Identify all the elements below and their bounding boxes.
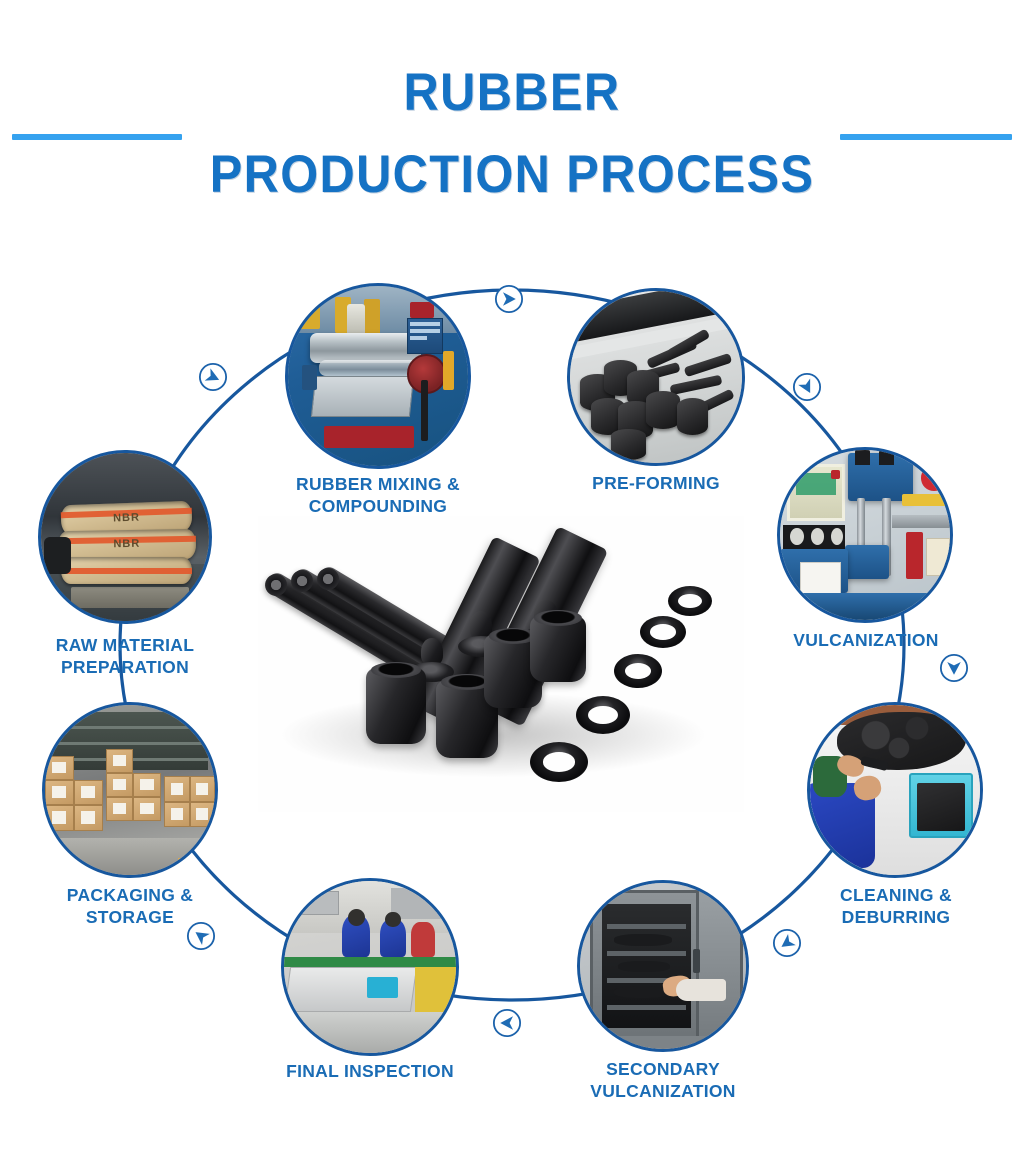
title-line-primary: RUBBER	[403, 63, 621, 122]
step-rubber-mixing-compounding[interactable]: RUBBER MIXING & COMPOUNDING	[285, 283, 471, 516]
photo-packaging-storage	[42, 702, 218, 878]
label-cleaning-deburring: CLEANING & DEBURRING	[840, 885, 952, 928]
photo-final-inspection	[281, 878, 459, 1056]
label-rubber-mixing-compounding: RUBBER MIXING & COMPOUNDING	[296, 474, 460, 517]
label-secondary-vulcanization: SECONDARY VULCANIZATION	[590, 1059, 736, 1102]
page-title: RUBBER PRODUCTION PROCESS	[0, 63, 1024, 205]
flow-arrow-6	[492, 1008, 522, 1038]
label-vulcanization: VULCANIZATION	[793, 630, 939, 650]
photo-secondary-vulcanization	[577, 880, 749, 1052]
flow-arrow-4	[939, 653, 969, 683]
step-pre-forming[interactable]: PRE-FORMING	[567, 288, 745, 493]
photo-raw-material-preparation: NBR NBR	[38, 450, 212, 624]
photo-pre-forming	[567, 288, 745, 466]
material-bag-label-2: NBR	[113, 538, 141, 551]
photo-vulcanization: 5	[777, 447, 953, 623]
title-rule-right	[840, 134, 1012, 140]
flow-arrow-5	[772, 928, 802, 958]
step-secondary-vulcanization[interactable]: SECONDARY VULCANIZATION	[577, 880, 749, 1101]
flow-arrow-3	[792, 372, 822, 402]
photo-cleaning-deburring	[807, 702, 983, 878]
title-line-secondary: PRODUCTION PROCESS	[209, 145, 815, 205]
label-final-inspection: FINAL INSPECTION	[286, 1061, 454, 1081]
step-final-inspection[interactable]: FINAL INSPECTION	[281, 878, 459, 1081]
flow-arrow-1	[198, 362, 228, 392]
step-packaging-storage[interactable]: PACKAGING & STORAGE	[42, 702, 218, 927]
press-station-badge: 5	[921, 465, 947, 491]
step-raw-material-preparation[interactable]: NBR NBR RAW MATERIAL PREPARATION	[38, 450, 212, 677]
photo-rubber-mixing-compounding	[285, 283, 471, 469]
flow-arrow-2	[494, 284, 524, 314]
label-pre-forming: PRE-FORMING	[592, 473, 720, 493]
material-bag-label-1: NBR	[113, 511, 141, 525]
step-vulcanization[interactable]: 5 VULCANIZATION	[777, 447, 953, 650]
center-product-photo	[258, 516, 744, 812]
flow-arrow-7	[186, 921, 216, 951]
title-rule-left	[12, 134, 182, 140]
label-raw-material-preparation: RAW MATERIAL PREPARATION	[55, 635, 195, 678]
label-packaging-storage: PACKAGING & STORAGE	[66, 885, 194, 928]
step-cleaning-deburring[interactable]: CLEANING & DEBURRING	[807, 702, 983, 927]
